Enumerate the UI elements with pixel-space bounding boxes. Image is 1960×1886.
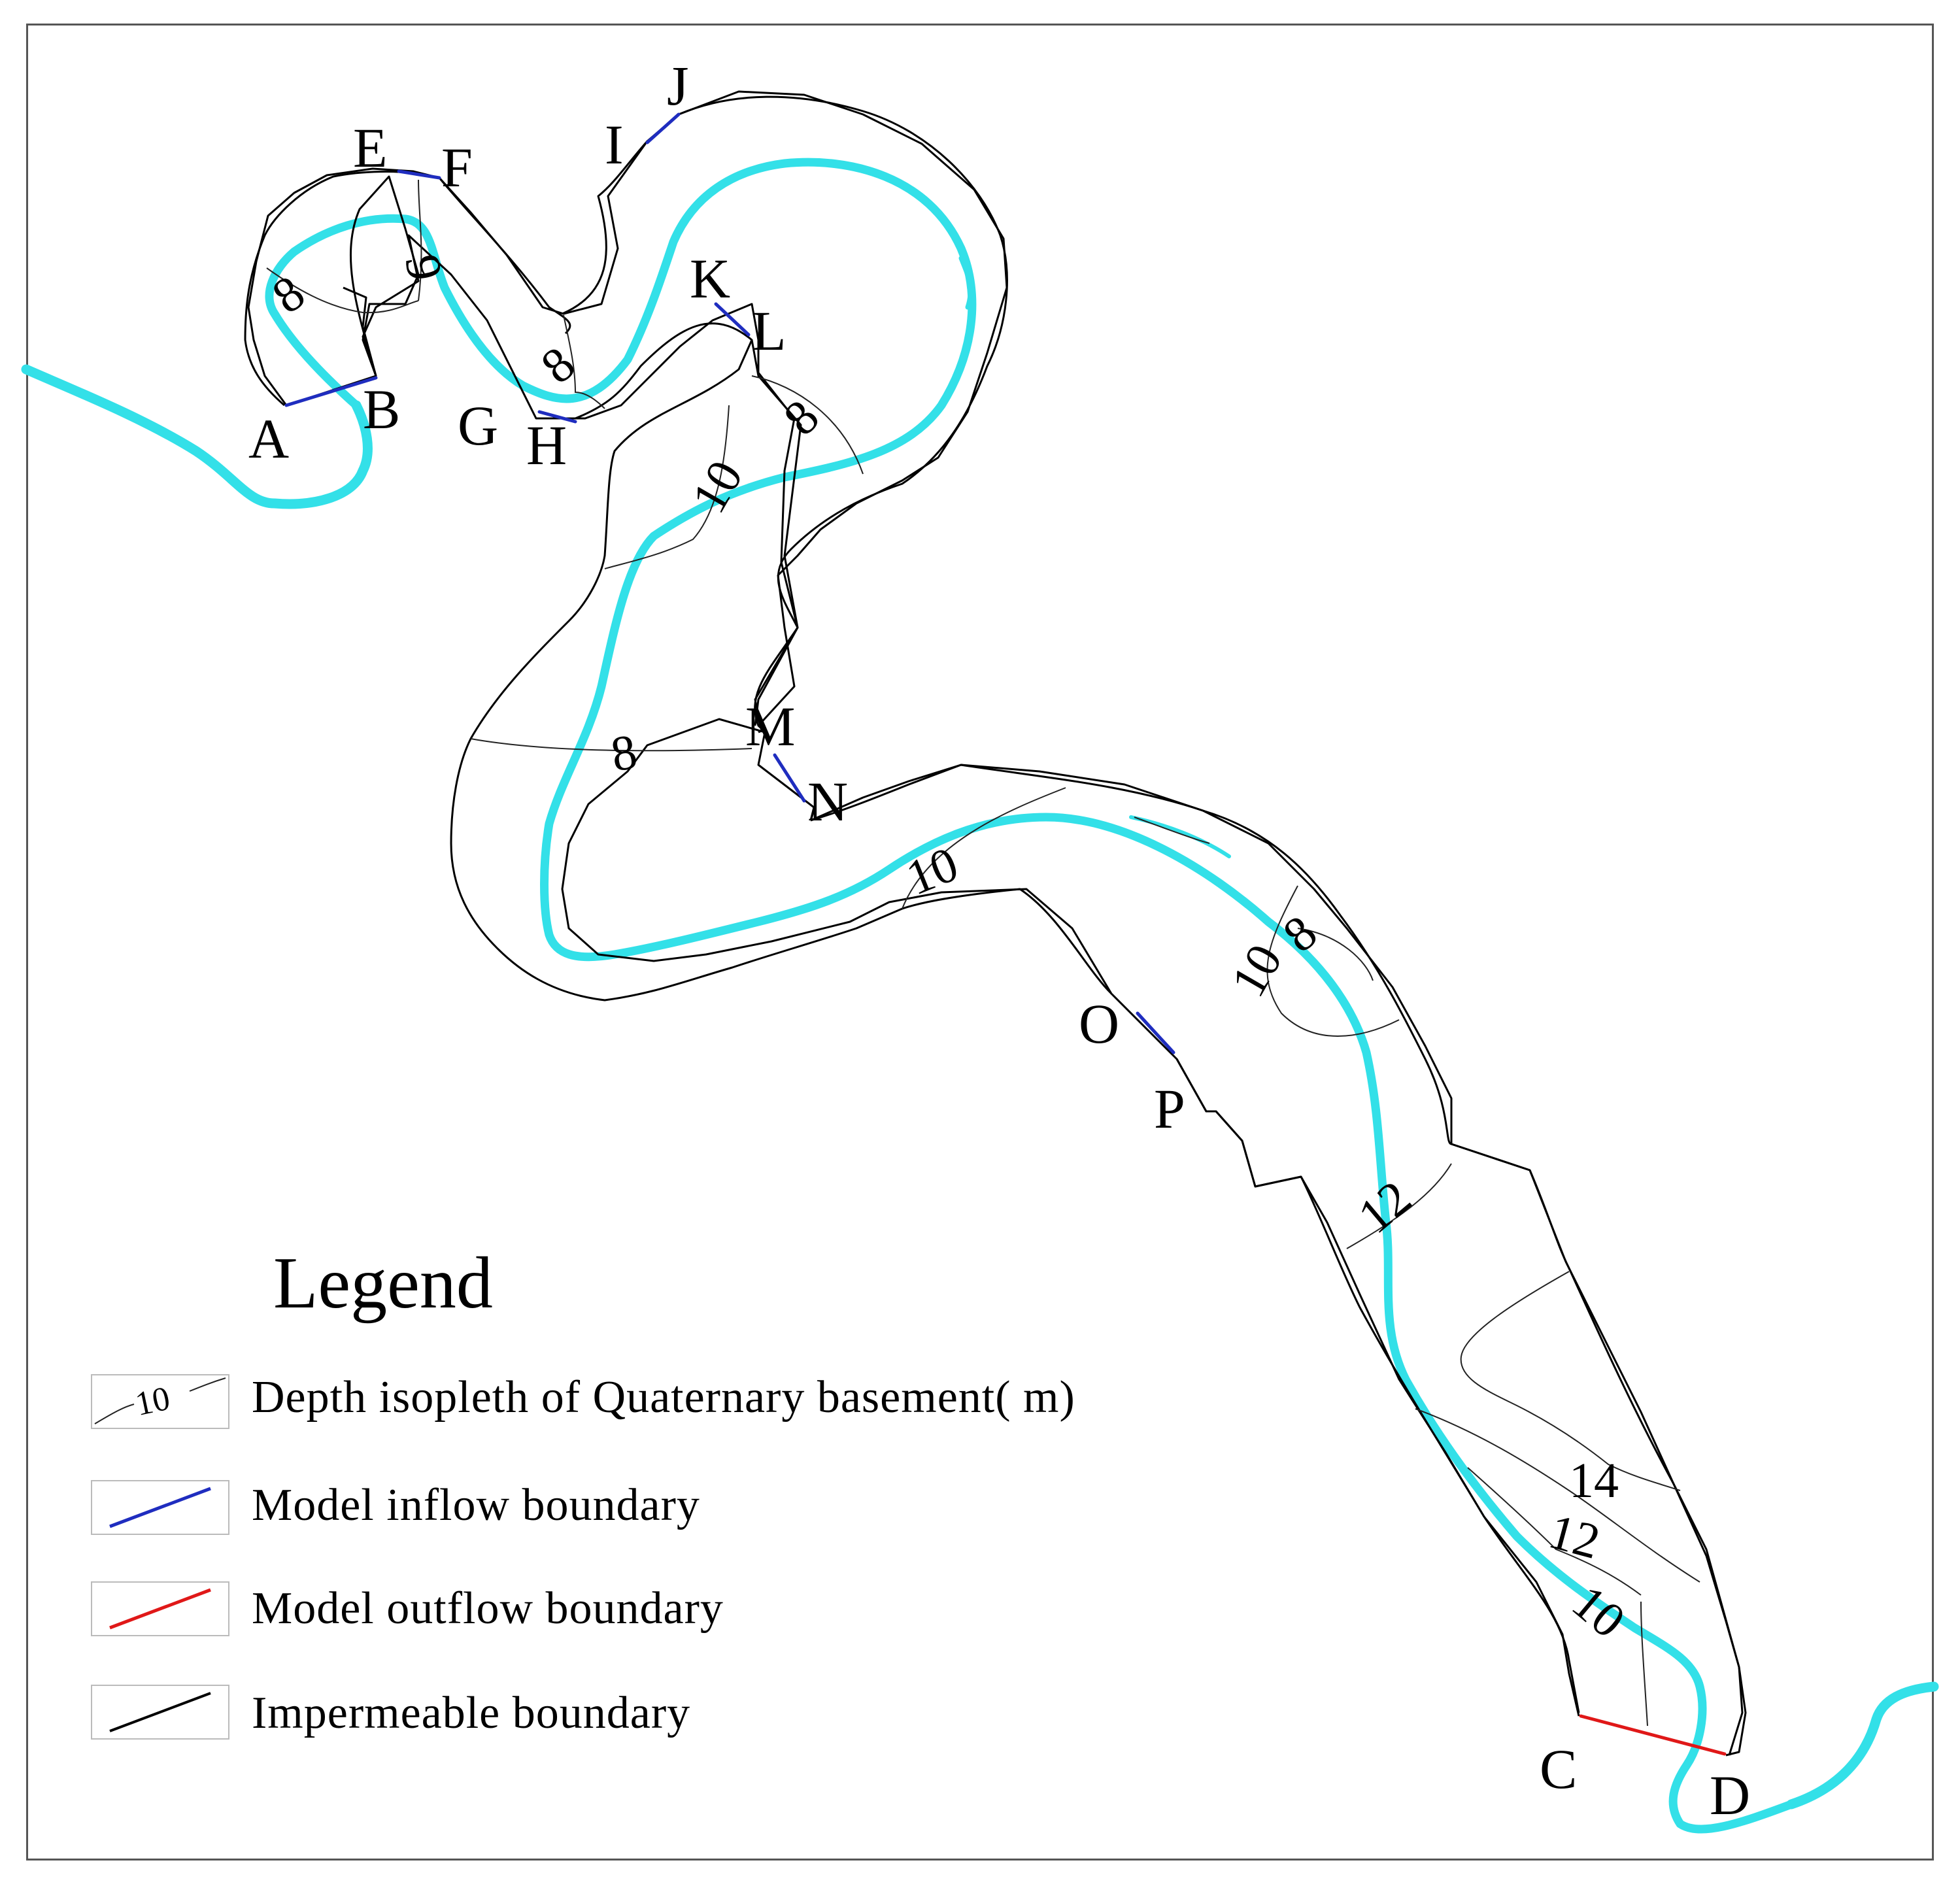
point-label-n: N [807,770,848,833]
isopleth-label: 14 [1569,1453,1619,1508]
point-label-a: A [248,407,289,470]
isopleth-line-8 [1134,817,1210,844]
river-main [265,158,1796,1834]
legend-isopleth-value: 10 [132,1380,173,1424]
inflow-segment-ab [284,376,378,407]
isopleth-line-10 [1297,928,1374,981]
boundary-inner-mid [751,339,802,726]
legend-label-isopleth: Depth isopleth of Quaternary basement( m… [252,1372,1075,1423]
point-label-d: D [1710,1764,1750,1827]
river-side-channel [958,256,973,310]
domain-south-inner [561,718,1580,1717]
isopleth-line-7 [902,787,1066,909]
point-label-i: I [605,113,624,176]
legend-inflow-line [109,1487,211,1528]
legend-label-outflow: Model outflow boundary [252,1583,724,1634]
domain-west-inner [286,234,799,733]
isopleth-label: 12 [1348,1170,1421,1244]
inflow-segment-ij [645,112,681,144]
point-label-h: H [526,414,567,477]
river [21,158,1939,1834]
isopleth-label: 8 [531,336,585,394]
isopleth-line-2 [418,179,422,301]
isopleth-line-3 [563,314,605,409]
map-frame [26,24,1934,1861]
inflow-segment-op [1136,1011,1175,1054]
legend-item-isopleth: 10 Depth isopleth of Quaternary basement… [91,1372,1075,1429]
isopleth-lines [266,179,1700,1726]
isopleth-labels: 8 9 8 8 10 8 10 10 8 12 14 12 10 [263,250,1636,1649]
inflow-segment-mn [773,753,806,803]
river-downstream [1786,1681,1939,1810]
legend-item-impermeable: Impermeable boundary [91,1685,690,1740]
legend-label-impermeable: Impermeable boundary [252,1688,690,1738]
legend-item-inflow: Model inflow boundary [91,1480,700,1535]
isopleth-line-14 [1467,1467,1642,1596]
point-label-m: M [745,695,795,758]
legend-isopleth-line [94,1377,226,1424]
legend: Legend 10 Depth isopleth of Quaternary b… [91,1243,1075,1740]
legend-outflow-line [109,1588,211,1630]
river-side-channel-2 [1129,815,1231,858]
isopleth-line-9 [1266,885,1400,1037]
isopleth-label: 10 [1221,935,1293,1006]
legend-swatch-isopleth [91,1374,229,1429]
point-label-k: K [690,247,730,310]
point-label-o: O [1079,992,1119,1055]
point-label-p: P [1154,1077,1185,1140]
inflow-boundaries [284,112,1175,1054]
legend-impermeable-line [109,1692,211,1732]
legend-label-inflow: Model inflow boundary [252,1480,700,1530]
inflow-segment-ef [397,169,441,180]
point-label-g: G [458,394,498,457]
domain-south-arm [810,764,1744,1756]
outflow-segment-cd [1579,1714,1727,1756]
isopleth-line-11 [1346,1163,1452,1249]
outflow-boundary [1579,1714,1727,1756]
isopleth-line-1 [266,267,419,314]
isopleth-label: 8 [773,390,830,446]
point-label-b: B [363,378,400,441]
isopleth-line-15 [1640,1601,1648,1726]
point-labels: A B C D E F G H I J K L M N O P [248,54,1750,1827]
isopleth-label: 8 [607,724,641,782]
isopleth-line-13 [1415,1408,1700,1583]
river-upstream [21,364,373,509]
point-label-c: C [1540,1738,1577,1800]
isopleth-line-4 [751,375,864,475]
point-label-l: L [752,299,786,362]
isopleth-label: 12 [1544,1504,1606,1570]
point-label-f: F [441,136,473,199]
isopleth-line-12 [1460,1271,1681,1491]
legend-title: Legend [273,1243,493,1324]
inflow-segment-kl [714,302,751,337]
point-label-e: E [353,116,388,179]
inflow-segment-gh [537,410,577,424]
isopleth-line-5 [604,405,730,569]
domain-outline [247,90,1744,1756]
point-label-j: J [667,54,688,117]
legend-item-outflow: Model outflow boundary [91,1581,724,1636]
isopleth-line-6 [470,738,752,752]
